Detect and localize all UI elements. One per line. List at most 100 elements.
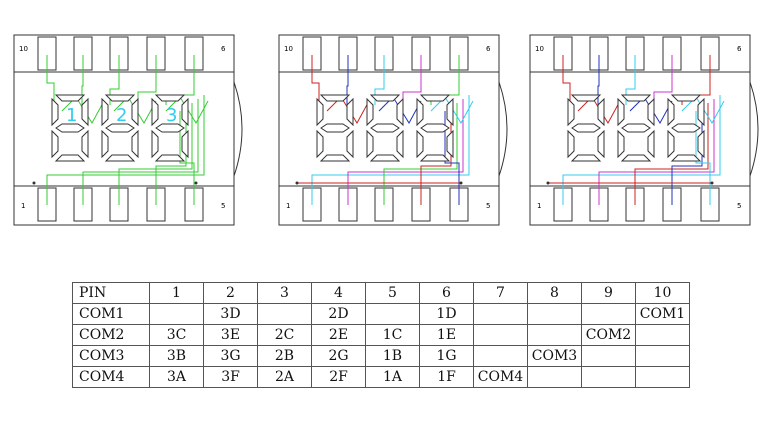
table-cell: 2F	[311, 366, 366, 388]
table-header-row: PIN 1 2 3 4 5 6 7 8 9 10	[72, 282, 690, 304]
table-cell: 2A	[257, 366, 312, 388]
segment	[617, 129, 625, 159]
segment	[396, 129, 404, 159]
segment	[181, 129, 189, 159]
segment	[396, 97, 404, 127]
pin-mapping-table: PIN 1 2 3 4 5 6 7 8 9 10 COM1 3D 2D 1D C…	[72, 282, 690, 388]
segment	[366, 97, 374, 127]
segment	[416, 97, 424, 127]
wire-trace	[598, 99, 715, 205]
segment	[316, 129, 324, 159]
table-cell: 1C	[365, 324, 420, 346]
table-cell: 2E	[311, 324, 366, 346]
table-row: COM3 3B 3G 2B 2G 1B 1G COM3	[72, 345, 690, 367]
segment	[670, 94, 702, 102]
segment	[54, 154, 86, 162]
wire-trace	[46, 95, 205, 205]
segment	[620, 94, 652, 102]
table-cell	[473, 303, 528, 325]
segment	[51, 97, 59, 127]
table-cell: 3E	[203, 324, 258, 346]
segment	[567, 129, 575, 159]
table-cell: 3G	[203, 345, 258, 367]
wire-trace	[444, 111, 460, 205]
table-cell: 3F	[203, 366, 258, 388]
segment	[320, 123, 350, 133]
segment	[101, 129, 109, 159]
table-cell: COM2	[72, 324, 150, 346]
segment	[319, 154, 351, 162]
header-cell: 1	[149, 282, 204, 304]
segment	[154, 94, 186, 102]
table-cell	[527, 366, 582, 388]
pin-label-bottom-left: 1	[286, 202, 290, 210]
table-cell: COM4	[473, 366, 528, 388]
segment	[370, 123, 400, 133]
segment	[597, 97, 605, 127]
header-cell: 7	[473, 282, 528, 304]
segment	[570, 94, 602, 102]
header-cell: 9	[581, 282, 636, 304]
table-cell: COM4	[72, 366, 150, 388]
wire-trace	[179, 111, 195, 205]
segment	[419, 154, 451, 162]
segment	[697, 97, 705, 127]
header-cell: 10	[635, 282, 690, 304]
header-cell: 2	[203, 282, 258, 304]
segment	[446, 129, 454, 159]
wire-trace	[311, 55, 320, 105]
segment	[151, 129, 159, 159]
segment	[647, 97, 655, 127]
table-cell	[581, 303, 636, 325]
segment	[151, 97, 159, 127]
segment	[369, 94, 401, 102]
side-bracket	[749, 81, 759, 177]
table-cell	[365, 303, 420, 325]
table-cell	[635, 345, 690, 367]
table-cell: 3A	[149, 366, 204, 388]
segment	[346, 97, 354, 127]
table-cell: 1B	[365, 345, 420, 367]
table-cell	[527, 303, 582, 325]
wire-trace	[695, 111, 711, 205]
side-bracket	[498, 81, 508, 177]
pin-label-top-right: 6	[737, 45, 742, 53]
header-cell: PIN	[72, 282, 150, 304]
table-cell: COM2	[581, 324, 636, 346]
table-cell: 1D	[419, 303, 474, 325]
table-cell: COM1	[635, 303, 690, 325]
table-cell: 3D	[203, 303, 258, 325]
segment	[369, 154, 401, 162]
segment	[54, 94, 86, 102]
segment	[101, 97, 109, 127]
segment	[416, 129, 424, 159]
header-cell: 5	[365, 282, 420, 304]
table-cell	[257, 303, 312, 325]
segment	[104, 154, 136, 162]
segment	[55, 123, 85, 133]
segment	[671, 123, 701, 133]
wire-trace	[82, 99, 199, 205]
table-cell	[581, 345, 636, 367]
bus-dot	[32, 181, 36, 185]
table-cell	[527, 324, 582, 346]
pin-label-bottom-left: 1	[537, 202, 541, 210]
header-cell: 4	[311, 282, 366, 304]
segment	[647, 129, 655, 159]
table-cell: COM3	[527, 345, 582, 367]
segment	[319, 94, 351, 102]
table-cell: COM1	[72, 303, 150, 325]
bus-dot	[459, 181, 463, 185]
segment	[621, 123, 651, 133]
wire-trace	[562, 55, 571, 105]
table-cell	[581, 366, 636, 388]
segment	[597, 129, 605, 159]
table-row: COM2 3C 3E 2C 2E 1C 1E COM2	[72, 324, 690, 346]
segment	[667, 97, 675, 127]
bus-dot	[295, 181, 299, 185]
bus-dot	[710, 181, 714, 185]
segment	[154, 154, 186, 162]
table-row: COM1 3D 2D 1D COM1	[72, 303, 690, 325]
